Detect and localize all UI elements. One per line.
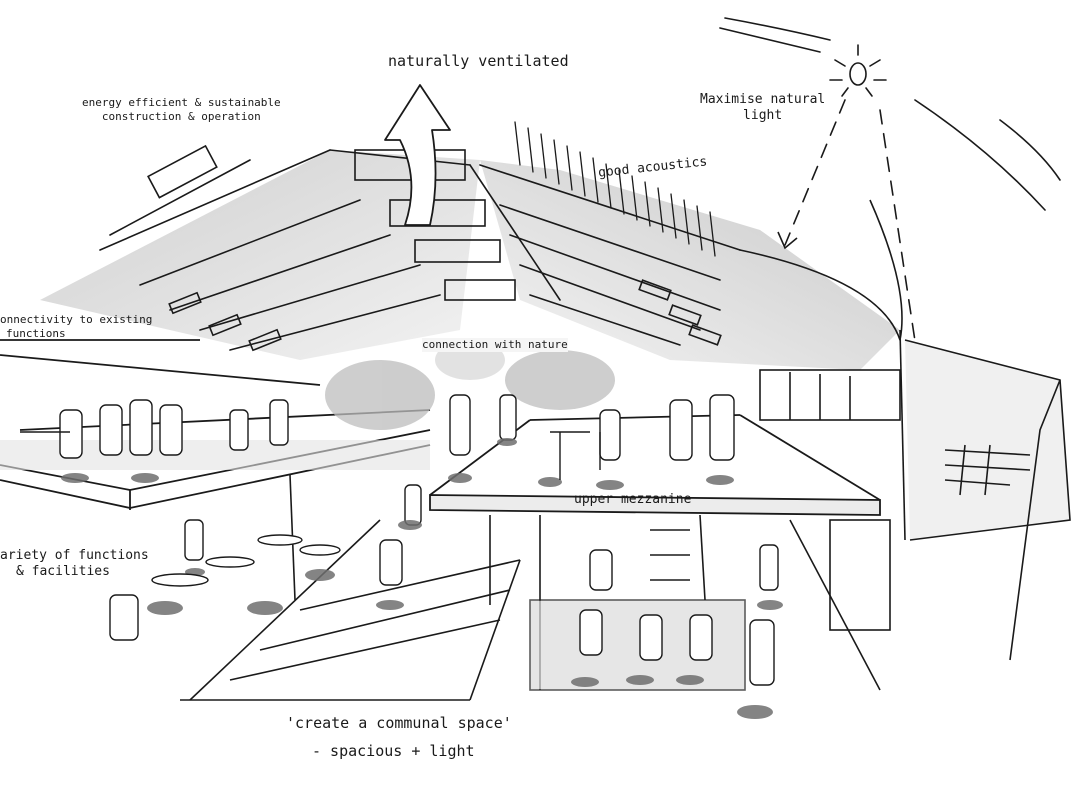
nature-foliage xyxy=(325,340,615,430)
floor-shadows xyxy=(61,438,783,719)
upper-mezzanine-label: upper mezzanine xyxy=(574,492,692,507)
sun-icon xyxy=(829,44,887,97)
naturally-ventilated-label: naturally ventilated xyxy=(388,52,569,70)
spacious-light-label: - spacious + light xyxy=(312,742,475,760)
tables xyxy=(20,431,601,587)
maximise-line-1: Maximise natural xyxy=(700,92,826,107)
maximise-line-2: light xyxy=(743,108,783,124)
ventilation-arrow-icon xyxy=(384,84,451,226)
connectivity-label: onnectivity to existing functions xyxy=(0,313,152,341)
communal-space-label: 'create a communal space' xyxy=(286,714,512,732)
connectivity-line-2: functions xyxy=(6,326,66,340)
connectivity-line-1: onnectivity to existing xyxy=(0,313,153,326)
energy-efficient-label: energy efficient & sustainable construct… xyxy=(82,96,281,124)
energy-line-2: construction & operation xyxy=(101,109,261,123)
maximise-natural-light-label: Maximise natural light xyxy=(700,92,825,125)
right-wall xyxy=(759,329,1071,661)
upper-mezzanine-right xyxy=(429,414,881,516)
variety-line-2: & facilities xyxy=(16,564,110,580)
variety-of-functions-label: ariety of functions & facilities xyxy=(0,548,149,581)
connection-with-nature-label: connection with nature xyxy=(422,338,568,352)
variety-line-1: ariety of functions xyxy=(0,548,149,563)
energy-line-1: energy efficient & sustainable xyxy=(82,96,281,109)
roof-structure xyxy=(40,17,1061,370)
people-figures xyxy=(59,394,779,686)
